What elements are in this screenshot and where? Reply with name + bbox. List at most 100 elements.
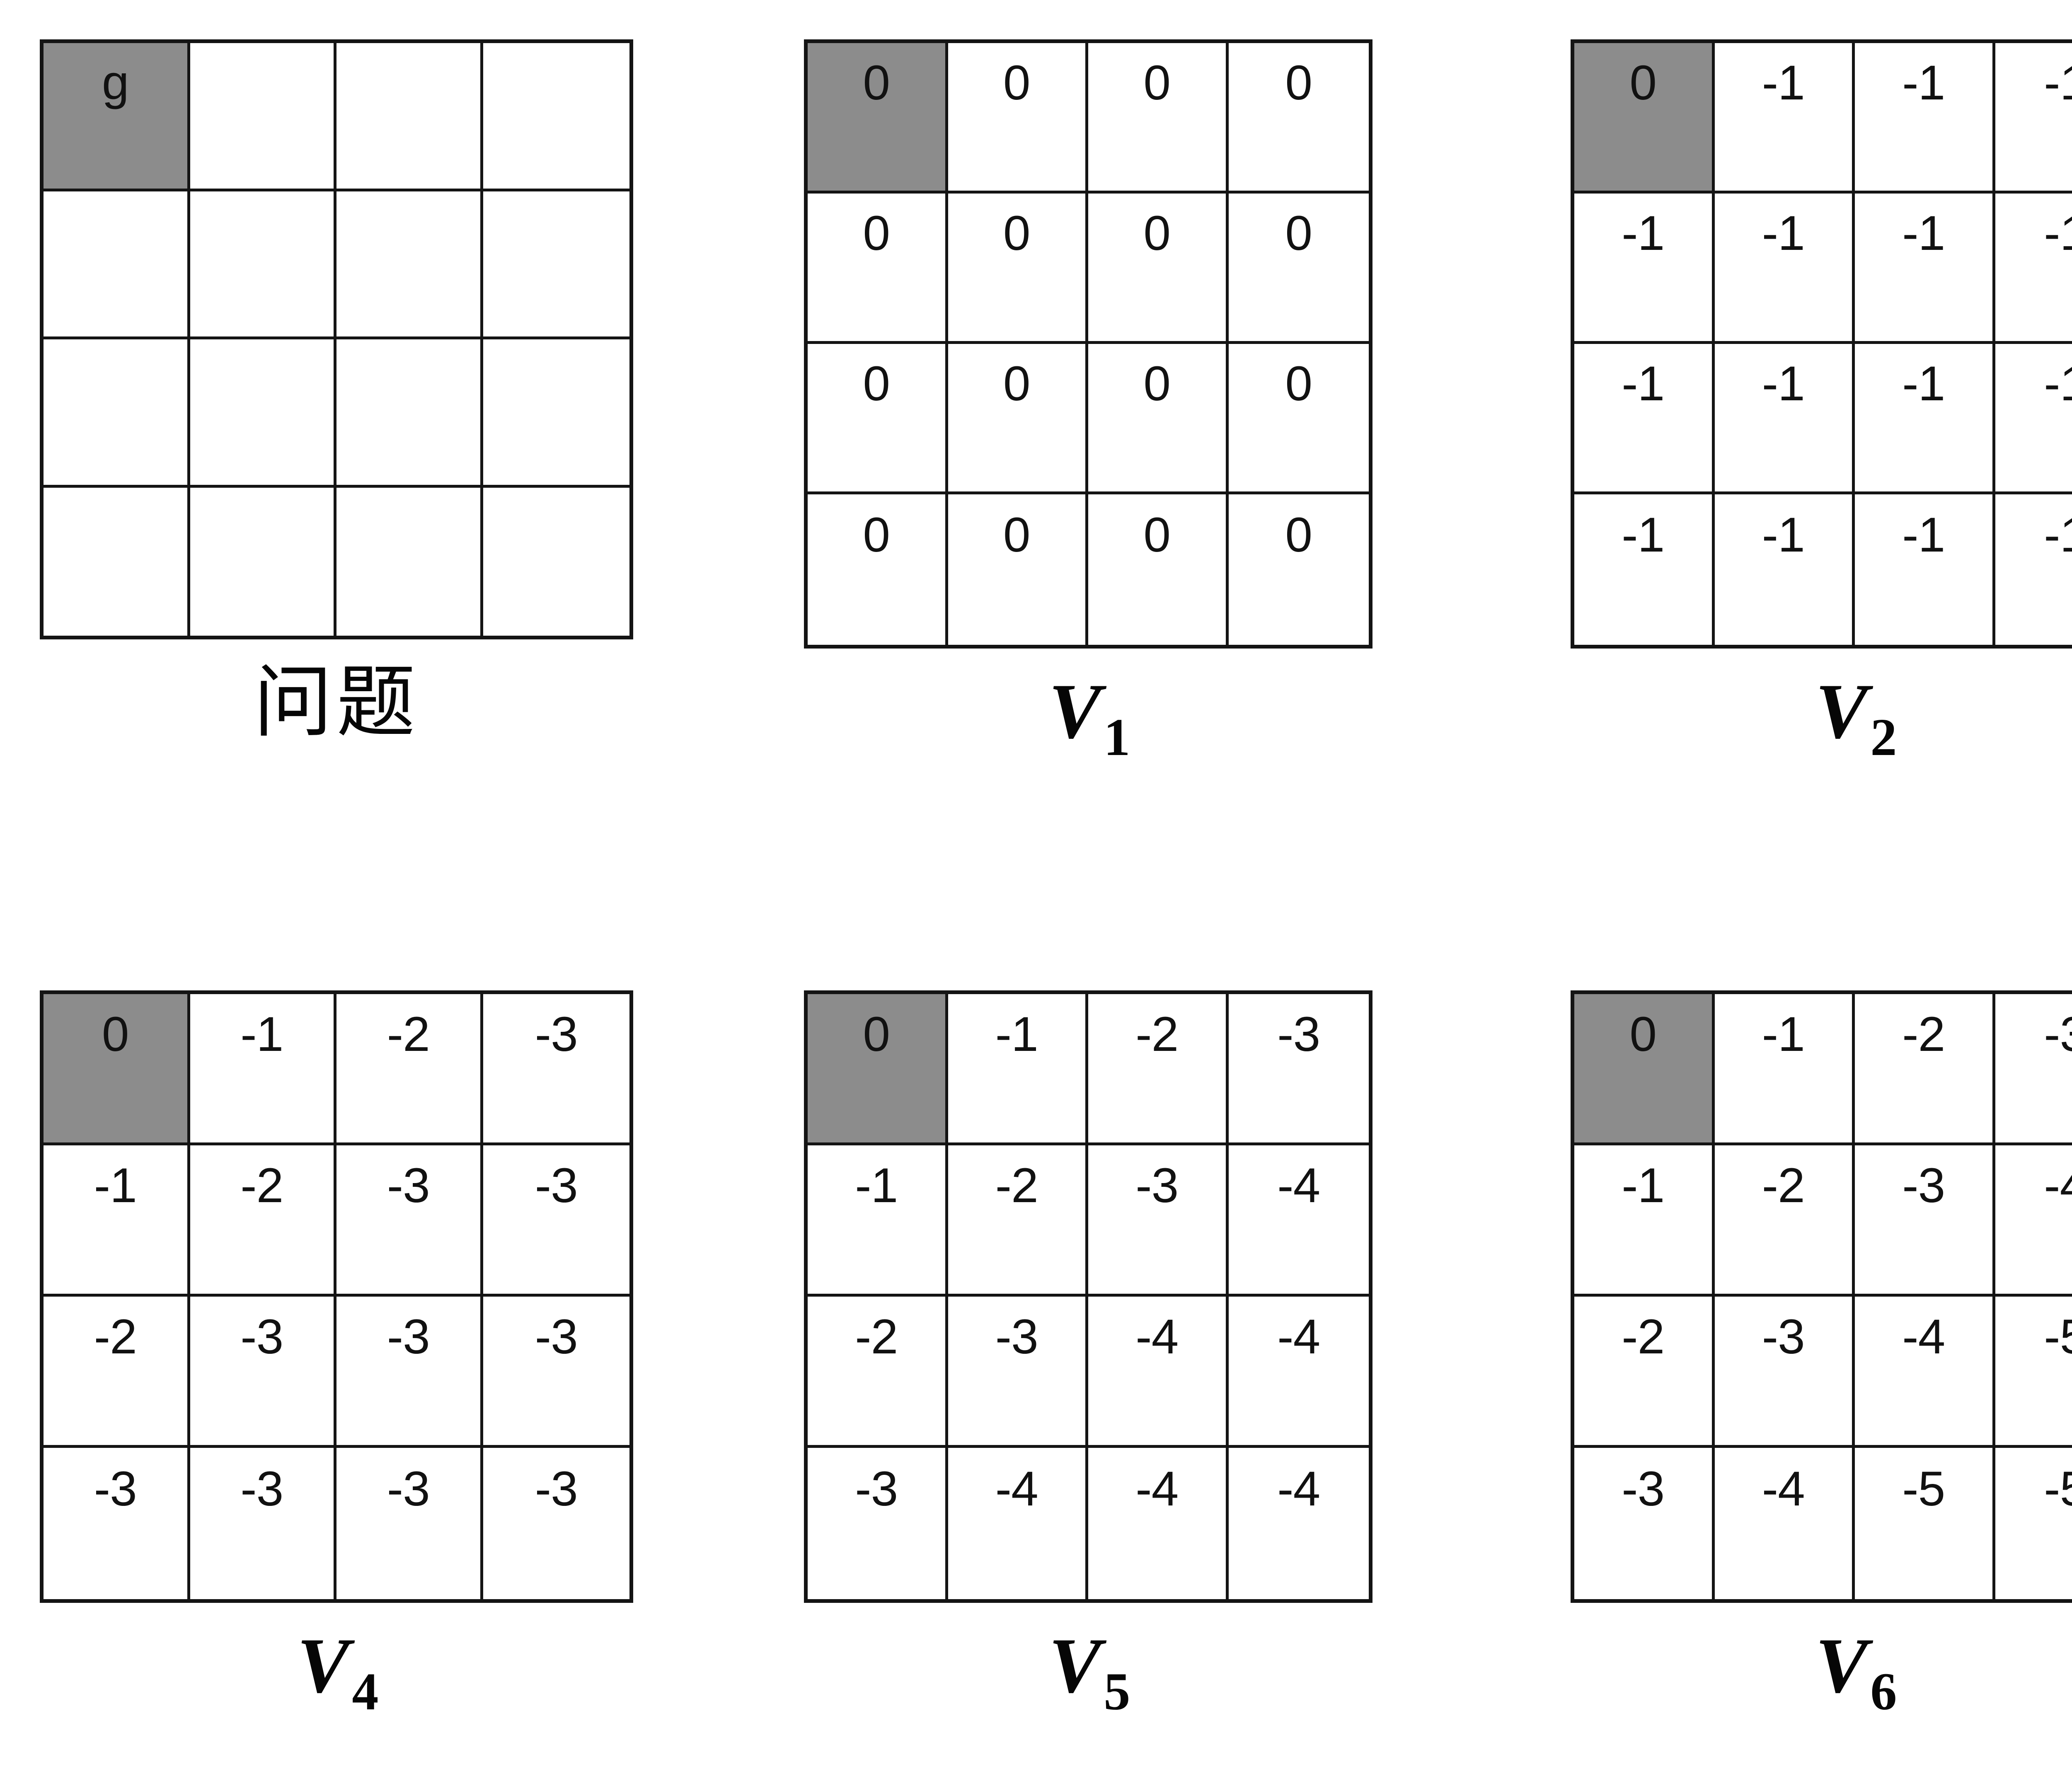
grid-cell-v6-r0c0: 0 [1574,994,1715,1145]
cell-value: -1 [1762,508,1805,562]
grid-cell-problem-r2c0 [44,339,190,488]
cell-value: -2 [1762,1158,1805,1213]
caption-subscript: 6 [1870,1662,1897,1721]
caption-symbol: V [297,1622,350,1709]
grid-cell-v2-r2c1: -1 [1714,344,1855,494]
caption-symbol: V [1815,668,1868,755]
grid-cell-v6-r1c2: -3 [1855,1145,1995,1297]
cell-value: -4 [1135,1461,1179,1516]
grid-cell-v1-r3c2: 0 [1088,494,1229,645]
cell-value: -1 [1902,56,1945,111]
grid-cell-v4-r0c0: 0 [44,994,190,1145]
grid-cell-v1-r3c0: 0 [808,494,948,645]
grid-cell-v4-r0c3: -3 [483,994,629,1145]
grid-cell-v5-r2c1: -3 [948,1297,1088,1448]
cell-value: -1 [2044,206,2072,261]
cell-value: g [102,55,129,110]
grid-cell-v2-r3c1: -1 [1714,494,1855,645]
cell-value: 0 [1629,56,1657,111]
panel-caption-v6: V6 [1571,1626,2072,1718]
cell-value: -3 [535,1461,578,1516]
grid-cell-v2-r0c3: -1 [1995,43,2072,194]
grid-cell-v6-r3c1: -4 [1714,1448,1855,1599]
grid-cell-v2-r1c0: -1 [1574,194,1715,344]
cell-value: -1 [1622,508,1665,562]
cell-value: 0 [1003,508,1031,562]
grid-cell-problem-r1c1 [190,191,336,339]
grid-cell-v6-r2c0: -2 [1574,1297,1715,1448]
grid-cell-v1-r0c3: 0 [1228,43,1369,194]
grid-cell-v6-r3c0: -3 [1574,1448,1715,1599]
grid-cell-v1-r0c1: 0 [948,43,1088,194]
grid-cell-v1-r0c0: 0 [808,43,948,194]
cell-value: -4 [1135,1309,1179,1364]
cell-value: -3 [1622,1461,1665,1516]
grid-cell-v6-r1c3: -4 [1995,1145,2072,1297]
grid-cell-v2-r0c0: 0 [1574,43,1715,194]
grid-cell-v2-r3c2: -1 [1855,494,1995,645]
grid-cell-v1-r1c3: 0 [1228,194,1369,344]
grid-cell-problem-r0c0: g [44,43,190,191]
grid-cell-v5-r2c2: -4 [1088,1297,1229,1448]
cell-value: 0 [1285,56,1312,111]
value-grid-v4: 0-1-2-3-1-2-3-3-2-3-3-3-3-3-3-3 [40,990,633,1603]
grid-cell-v5-r3c2: -4 [1088,1448,1229,1599]
grid-cell-v4-r0c1: -1 [190,994,336,1145]
cell-value: -2 [94,1309,137,1364]
grid-cell-problem-r3c3 [483,487,629,636]
cell-value: -4 [995,1461,1038,1516]
grid-cell-problem-r0c3 [483,43,629,191]
grid-cell-v6-r0c3: -3 [1995,994,2072,1145]
caption-symbol: V [1048,668,1101,755]
cell-value: -4 [1902,1309,1945,1364]
grid-cell-v2-r3c3: -1 [1995,494,2072,645]
grid-cell-v4-r2c2: -3 [336,1297,483,1448]
grid-cell-v4-r3c1: -3 [190,1448,336,1599]
value-grid-v2: 0-1-1-1-1-1-1-1-1-1-1-1-1-1-1-1 [1571,39,2072,649]
value-grid-v6: 0-1-2-3-1-2-3-4-2-3-4-5-3-4-5-5 [1571,990,2072,1603]
cell-value: -3 [94,1461,137,1516]
grid-cell-problem-r2c3 [483,339,629,488]
grid-cell-v5-r3c1: -4 [948,1448,1088,1599]
grid-cell-v6-r2c1: -3 [1714,1297,1855,1448]
cell-value: -3 [855,1461,898,1516]
cell-value: -4 [1762,1461,1805,1516]
grid-cell-v1-r0c2: 0 [1088,43,1229,194]
value-grid-v5: 0-1-2-3-1-2-3-4-2-3-4-4-3-4-4-4 [804,990,1372,1603]
grid-cell-problem-r3c1 [190,487,336,636]
grid-cell-v6-r0c2: -2 [1855,994,1995,1145]
cell-value: 0 [1143,56,1171,111]
grid-cell-v2-r0c2: -1 [1855,43,1995,194]
grid-cell-v6-r1c0: -1 [1574,1145,1715,1297]
cell-value: -3 [535,1309,578,1364]
cell-value: 0 [863,56,890,111]
cell-value: -1 [240,1007,283,1062]
grid-cell-v1-r1c2: 0 [1088,194,1229,344]
cell-value: 0 [863,206,890,261]
caption-subscript: 5 [1104,1662,1130,1721]
grid-cell-v2-r0c1: -1 [1714,43,1855,194]
cell-value: -2 [995,1158,1038,1213]
grid-cell-v5-r3c0: -3 [808,1448,948,1599]
cell-value: -1 [1622,1158,1665,1213]
cell-value: -3 [535,1007,578,1062]
grid-cell-v4-r1c3: -3 [483,1145,629,1297]
grid-cell-v5-r1c1: -2 [948,1145,1088,1297]
cell-value: -1 [995,1007,1038,1062]
cell-value: -4 [1277,1309,1320,1364]
grid-cell-v2-r2c3: -1 [1995,344,2072,494]
cell-value: 0 [1143,508,1171,562]
cell-value: -3 [240,1461,283,1516]
cell-value: 0 [1285,356,1312,411]
grid-cell-v2-r1c2: -1 [1855,194,1995,344]
cell-value: -1 [1902,356,1945,411]
cell-value: -3 [535,1158,578,1213]
cell-value: -4 [2044,1158,2072,1213]
grid-cell-v5-r2c3: -4 [1228,1297,1369,1448]
cell-value: -3 [2044,1007,2072,1062]
cell-value: 0 [1629,1007,1657,1062]
cell-value: -5 [1902,1461,1945,1516]
panel-caption-v5: V5 [804,1626,1372,1718]
